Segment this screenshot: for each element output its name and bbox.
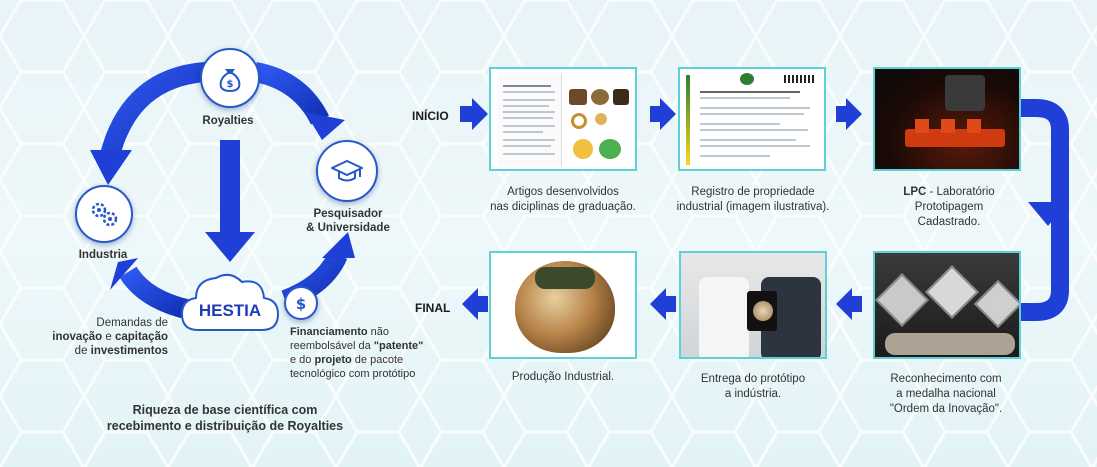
cycle-arrows xyxy=(90,62,355,320)
arrow-step4-step5 xyxy=(836,288,862,320)
arrow-royalties-to-pesquisador xyxy=(252,62,329,125)
step4-image xyxy=(873,251,1021,359)
step1-image xyxy=(489,67,637,171)
riqueza-text: Riqueza de base científica com recebimen… xyxy=(106,403,344,433)
brasao-icon xyxy=(740,73,754,85)
svg-text:$: $ xyxy=(227,79,234,90)
step2-text: Registro de propriedade industrial (imag… xyxy=(676,186,830,213)
step1-text: Artigos desenvolvidos nas diciplinas de … xyxy=(490,186,636,213)
printed-part xyxy=(905,129,1005,147)
final-label: FINAL xyxy=(415,301,451,315)
product-label xyxy=(535,267,595,289)
step6-text: Produção Industrial. xyxy=(511,371,615,383)
step5-text: Entrega do protótipo a indústria. xyxy=(700,373,806,400)
inicio-label: INÍCIO xyxy=(412,109,449,123)
step6-image xyxy=(489,251,637,359)
article-page-2 xyxy=(565,73,633,167)
arrow-step5-step6 xyxy=(650,288,676,320)
step4-text: Reconhecimento com a medalha nacional "O… xyxy=(889,373,1003,415)
step5-image xyxy=(679,251,827,359)
hestia-cloud: HESTIA xyxy=(180,273,280,331)
step3-image xyxy=(873,67,1021,171)
step3-text: LPC - Laboratório Prototipagem Cadastrad… xyxy=(903,186,995,228)
industria-label: Industria xyxy=(78,249,128,261)
dollar-circle: $ xyxy=(284,286,318,320)
barcode-icon xyxy=(784,75,814,83)
arrow-inicio xyxy=(460,98,488,130)
article-page-1 xyxy=(497,73,562,167)
step2-image xyxy=(678,67,826,171)
person-left xyxy=(699,277,749,357)
arrow-final xyxy=(462,288,488,320)
prototype xyxy=(753,301,773,321)
dollar-icon: $ xyxy=(296,295,306,312)
flow-arrows xyxy=(460,98,1069,321)
gears-icon xyxy=(91,202,118,227)
arrow-step2-step3 xyxy=(836,98,862,130)
pesquisador-label: Pesquisador & Universidade xyxy=(306,208,390,234)
svg-text:$: $ xyxy=(296,295,306,312)
royalties-circle: $ xyxy=(200,48,260,108)
printer-head xyxy=(945,75,985,111)
arrow-step1-step2 xyxy=(650,98,676,130)
demandas-text: Demandas de inovação e capitação de inve… xyxy=(52,317,168,357)
royalties-label: Royalties xyxy=(202,115,254,127)
arrow-royalties-to-industria xyxy=(100,62,207,158)
money-bag-icon: $ xyxy=(219,69,241,93)
graduation-cap-icon xyxy=(331,159,363,182)
pesquisador-circle xyxy=(316,140,378,202)
financiamento-text: Financiamento não reembolsável da "paten… xyxy=(290,326,424,380)
hestia-logo: HESTIA xyxy=(199,301,261,320)
industria-circle xyxy=(75,185,133,243)
arrow-royalties-to-hestia xyxy=(220,140,240,235)
